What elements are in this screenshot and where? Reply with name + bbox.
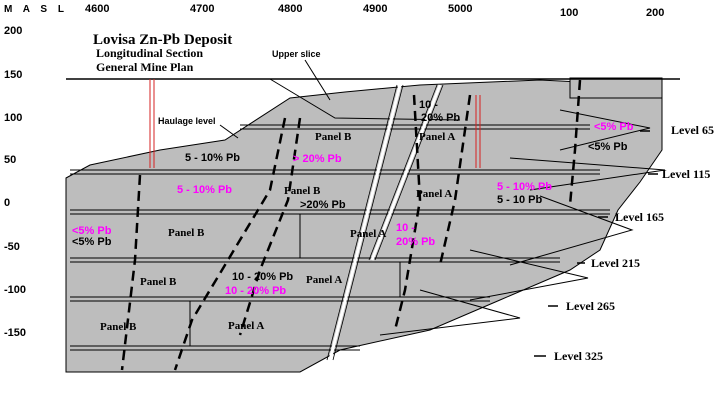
panel-label: Panel A [416,188,452,200]
diagram-subtitle-2: General Mine Plan [96,60,194,74]
y-tick: -50 [4,241,20,253]
panel-label: Panel B [168,227,205,239]
panel-label: Panel B [100,321,137,333]
y-tick: -100 [4,284,26,296]
grade-label: >20% Pb [300,199,346,211]
y-tick: 150 [4,69,22,81]
panel-label: Panel A [228,320,264,332]
level-325-label: Level 325 [554,349,603,363]
panel-label: Panel A [419,131,455,143]
x-tick: 200 [646,7,664,19]
panel-label: Panel B [284,185,321,197]
panel-label: Panel B [140,276,177,288]
grade-label: 20% Pb [396,236,435,248]
panel-label: Panel A [350,228,386,240]
y-tick: 100 [4,112,22,124]
x-tick: 4800 [278,3,302,15]
y-tick: -150 [4,327,26,339]
y-axis-ticks: 200 150 100 50 0 -50 -100 -150 [4,25,26,339]
masl-axis-label: M A S L [4,4,68,15]
haulage-level-label: Haulage level [158,116,216,126]
upper-slice-label: Upper slice [272,49,321,59]
grade-label: 5 - 10% Pb [497,181,552,193]
grade-label: <5% Pb [594,121,634,133]
x-axis-ticks: 4600 4700 4800 4900 5000 100 200 [85,3,664,19]
x-tick: 4700 [190,3,214,15]
upper-right-block [569,77,663,99]
grade-label: <5% Pb [72,225,112,237]
grade-label: <5% Pb [588,141,628,153]
grade-label: 10 - 20% Pb [225,285,286,297]
diagram-title: Lovisa Zn-Pb Deposit [93,32,232,48]
level-65-label: Level 65 [671,123,714,137]
level-215-label: Level 215 [591,256,640,270]
y-tick: 0 [4,197,10,209]
level-labels [534,130,658,357]
level-165-label: Level 165 [615,210,664,224]
x-tick: 4900 [363,3,387,15]
level-115-label: Level 115 [662,167,710,181]
x-tick: 4600 [85,3,109,15]
grade-label: <5% Pb [72,236,112,248]
grade-label: > 20% Pb [293,153,342,165]
shafts [149,79,481,168]
grade-boundaries [120,79,582,371]
diagram-subtitle-1: Longitudinal Section [96,46,203,60]
x-tick: 100 [560,7,578,19]
x-tick: 5000 [448,3,472,15]
grade-label: 10 - [419,99,438,111]
y-tick: 200 [4,25,22,37]
grade-label: 5 - 10% Pb [177,184,232,196]
level-265-label: Level 265 [566,299,615,313]
grade-label: 5 - 10% Pb [185,152,240,164]
grade-label: 5 - 10 Pb [497,194,543,206]
grade-label: 10 - 20% Pb [232,271,293,283]
panel-label: Panel B [315,131,352,143]
grade-label: 10 - [396,222,415,234]
grade-label: 20% Pb [421,112,460,124]
panel-label: Panel A [306,274,342,286]
y-tick: 50 [4,154,16,166]
level-drifts [70,109,666,351]
inclined-ramps [328,84,442,361]
haulage-ramp [269,78,461,121]
